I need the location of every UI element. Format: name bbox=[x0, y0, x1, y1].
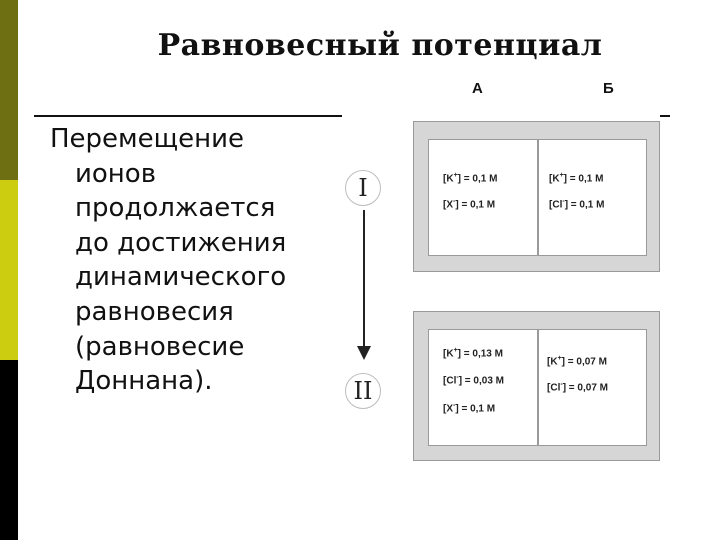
transition-arrow-shaft bbox=[363, 210, 365, 350]
body-line: продолжается bbox=[75, 193, 276, 224]
membrane bbox=[537, 140, 539, 255]
body-line: динамического bbox=[75, 262, 287, 293]
column-label-b: Б bbox=[603, 80, 614, 97]
column-label-a: А bbox=[472, 80, 483, 97]
conc-label: [K+] = 0,07 М bbox=[547, 355, 607, 368]
accent-bar-olive bbox=[0, 0, 18, 180]
body-line: Перемещение bbox=[50, 124, 245, 154]
vessel-inner: [K+] = 0,13 М [Cl-] = 0,03 М [X-] = 0,1 … bbox=[428, 329, 647, 446]
conc-label: [K+] = 0,1 М bbox=[549, 172, 604, 185]
conc-label: [Cl-] = 0,03 М bbox=[443, 374, 504, 387]
body-line: Доннана). bbox=[75, 366, 213, 397]
state-label-2: II bbox=[345, 373, 381, 409]
arrow-down-icon bbox=[357, 346, 371, 360]
conc-label: [Cl-] = 0,07 М bbox=[547, 381, 608, 394]
accent-bar-yellow bbox=[0, 180, 18, 360]
accent-bar-black bbox=[0, 360, 18, 540]
title-rule-left bbox=[34, 115, 342, 117]
state-label-1: I bbox=[345, 170, 381, 206]
slide-title: Равновесный потенциал bbox=[157, 28, 603, 63]
conc-label: [X-] = 0,1 М bbox=[443, 198, 496, 211]
body-line: равновесия bbox=[75, 296, 234, 327]
conc-label: [K+] = 0,1 М bbox=[443, 172, 498, 185]
title-rule-right bbox=[660, 115, 670, 117]
body-line: (равновесие bbox=[75, 331, 245, 362]
conc-label: [X-] = 0,1 М bbox=[443, 402, 496, 415]
vessel-state-1: [K+] = 0,1 М [X-] = 0,1 М [K+] = 0,1 М [… bbox=[413, 121, 660, 272]
conc-label: [K+] = 0,13 М bbox=[443, 347, 503, 360]
membrane bbox=[537, 330, 539, 445]
body-line: до достижения bbox=[75, 227, 287, 258]
body-line: ионов bbox=[75, 158, 157, 189]
vessel-inner: [K+] = 0,1 М [X-] = 0,1 М [K+] = 0,1 М [… bbox=[428, 139, 647, 256]
vessel-state-2: [K+] = 0,13 М [Cl-] = 0,03 М [X-] = 0,1 … bbox=[413, 311, 660, 461]
conc-label: [Cl-] = 0,1 М bbox=[549, 198, 605, 211]
body-text: Перемещение ионов продолжается до достиж… bbox=[50, 122, 350, 399]
